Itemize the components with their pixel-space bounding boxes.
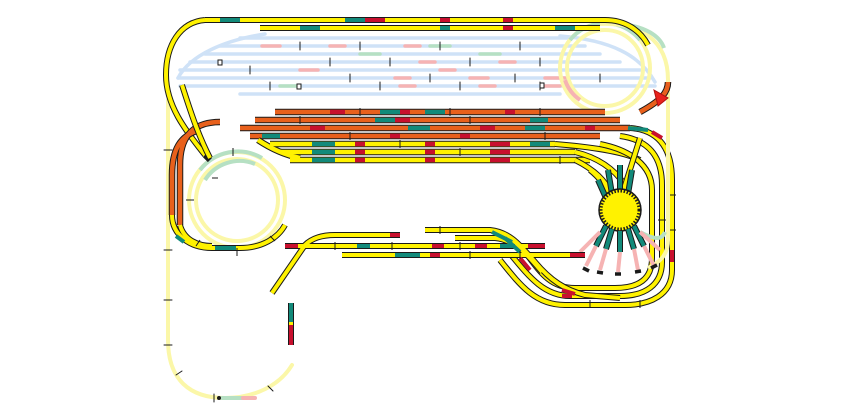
upper-right-helix [558, 21, 670, 140]
return-loop-breaks [163, 149, 274, 403]
roundhouse-stall-4 [626, 228, 636, 250]
buffer-stop [650, 263, 658, 270]
buffer-stop [634, 269, 642, 274]
lower-helix-breaks [186, 148, 276, 256]
roundhouse-stalls [578, 224, 662, 276]
helix-ring-inner [565, 28, 645, 108]
station-orange-tracks [168, 81, 672, 225]
branch-line [269, 226, 621, 301]
station-orange-segments [262, 109, 595, 139]
lower-left-helix [169, 148, 288, 256]
main-station [168, 81, 672, 225]
turntable-pit-ticks [599, 189, 641, 231]
lower-helix-ring-mid [194, 157, 280, 243]
turntable-bridge-disc [604, 194, 636, 226]
left-link-track [179, 84, 213, 163]
roundhouse-stall-5 [632, 225, 646, 247]
signal-marker [296, 83, 302, 90]
station-yellow-tracks [256, 137, 590, 164]
hidden-storage-yard [176, 32, 657, 96]
turntable-area [573, 137, 662, 276]
stall-extension-4 [632, 248, 640, 271]
right-loop-middle [510, 134, 664, 298]
helix-pink-arc [563, 79, 582, 102]
right-loop-outer [498, 126, 674, 307]
west-throat-curve-2 [177, 119, 221, 225]
lower-left-return-loop [163, 98, 294, 403]
helix-exit-curve [599, 21, 670, 140]
turntable-lead-1 [620, 137, 642, 196]
roundhouse-stall-1 [594, 225, 608, 247]
lower-helix-green-arc [198, 149, 264, 172]
outer-loop-segments [220, 18, 575, 30]
main-outer-loop [162, 17, 651, 157]
branch-segments [285, 230, 585, 296]
stall-extension-1 [584, 245, 598, 267]
storage-yard-segments [260, 44, 567, 88]
fan-track [626, 169, 634, 195]
lower-helix-connector [170, 214, 287, 250]
branch-diagonal-2 [455, 236, 544, 274]
storage-yard-track-breaks [249, 41, 601, 91]
right-loop-breaks [589, 194, 676, 308]
signal-marker [539, 82, 545, 89]
buffer-stop [596, 270, 604, 275]
station-yellow-segments [312, 141, 550, 163]
storage-yard-tracks [176, 32, 657, 96]
storage-yard-left-throat [176, 32, 267, 80]
signal-dot [217, 396, 221, 400]
roundhouse-stall-2 [604, 228, 614, 250]
outer-loop-top [205, 17, 651, 47]
buffer-stop [582, 266, 590, 273]
fan-track [606, 169, 614, 195]
stall-extension-6 [578, 230, 602, 254]
stall-extension-3 [616, 251, 622, 273]
signal-marker [217, 59, 223, 66]
direction-arrow-icon [653, 88, 669, 107]
stall-extension-2 [598, 248, 608, 271]
stall-extension-7 [638, 230, 662, 252]
stall-extension-5 [642, 245, 656, 267]
branch-breaks [334, 226, 521, 259]
station-break-ticks [299, 108, 561, 164]
lower-helix-green-arc-2 [203, 159, 256, 182]
